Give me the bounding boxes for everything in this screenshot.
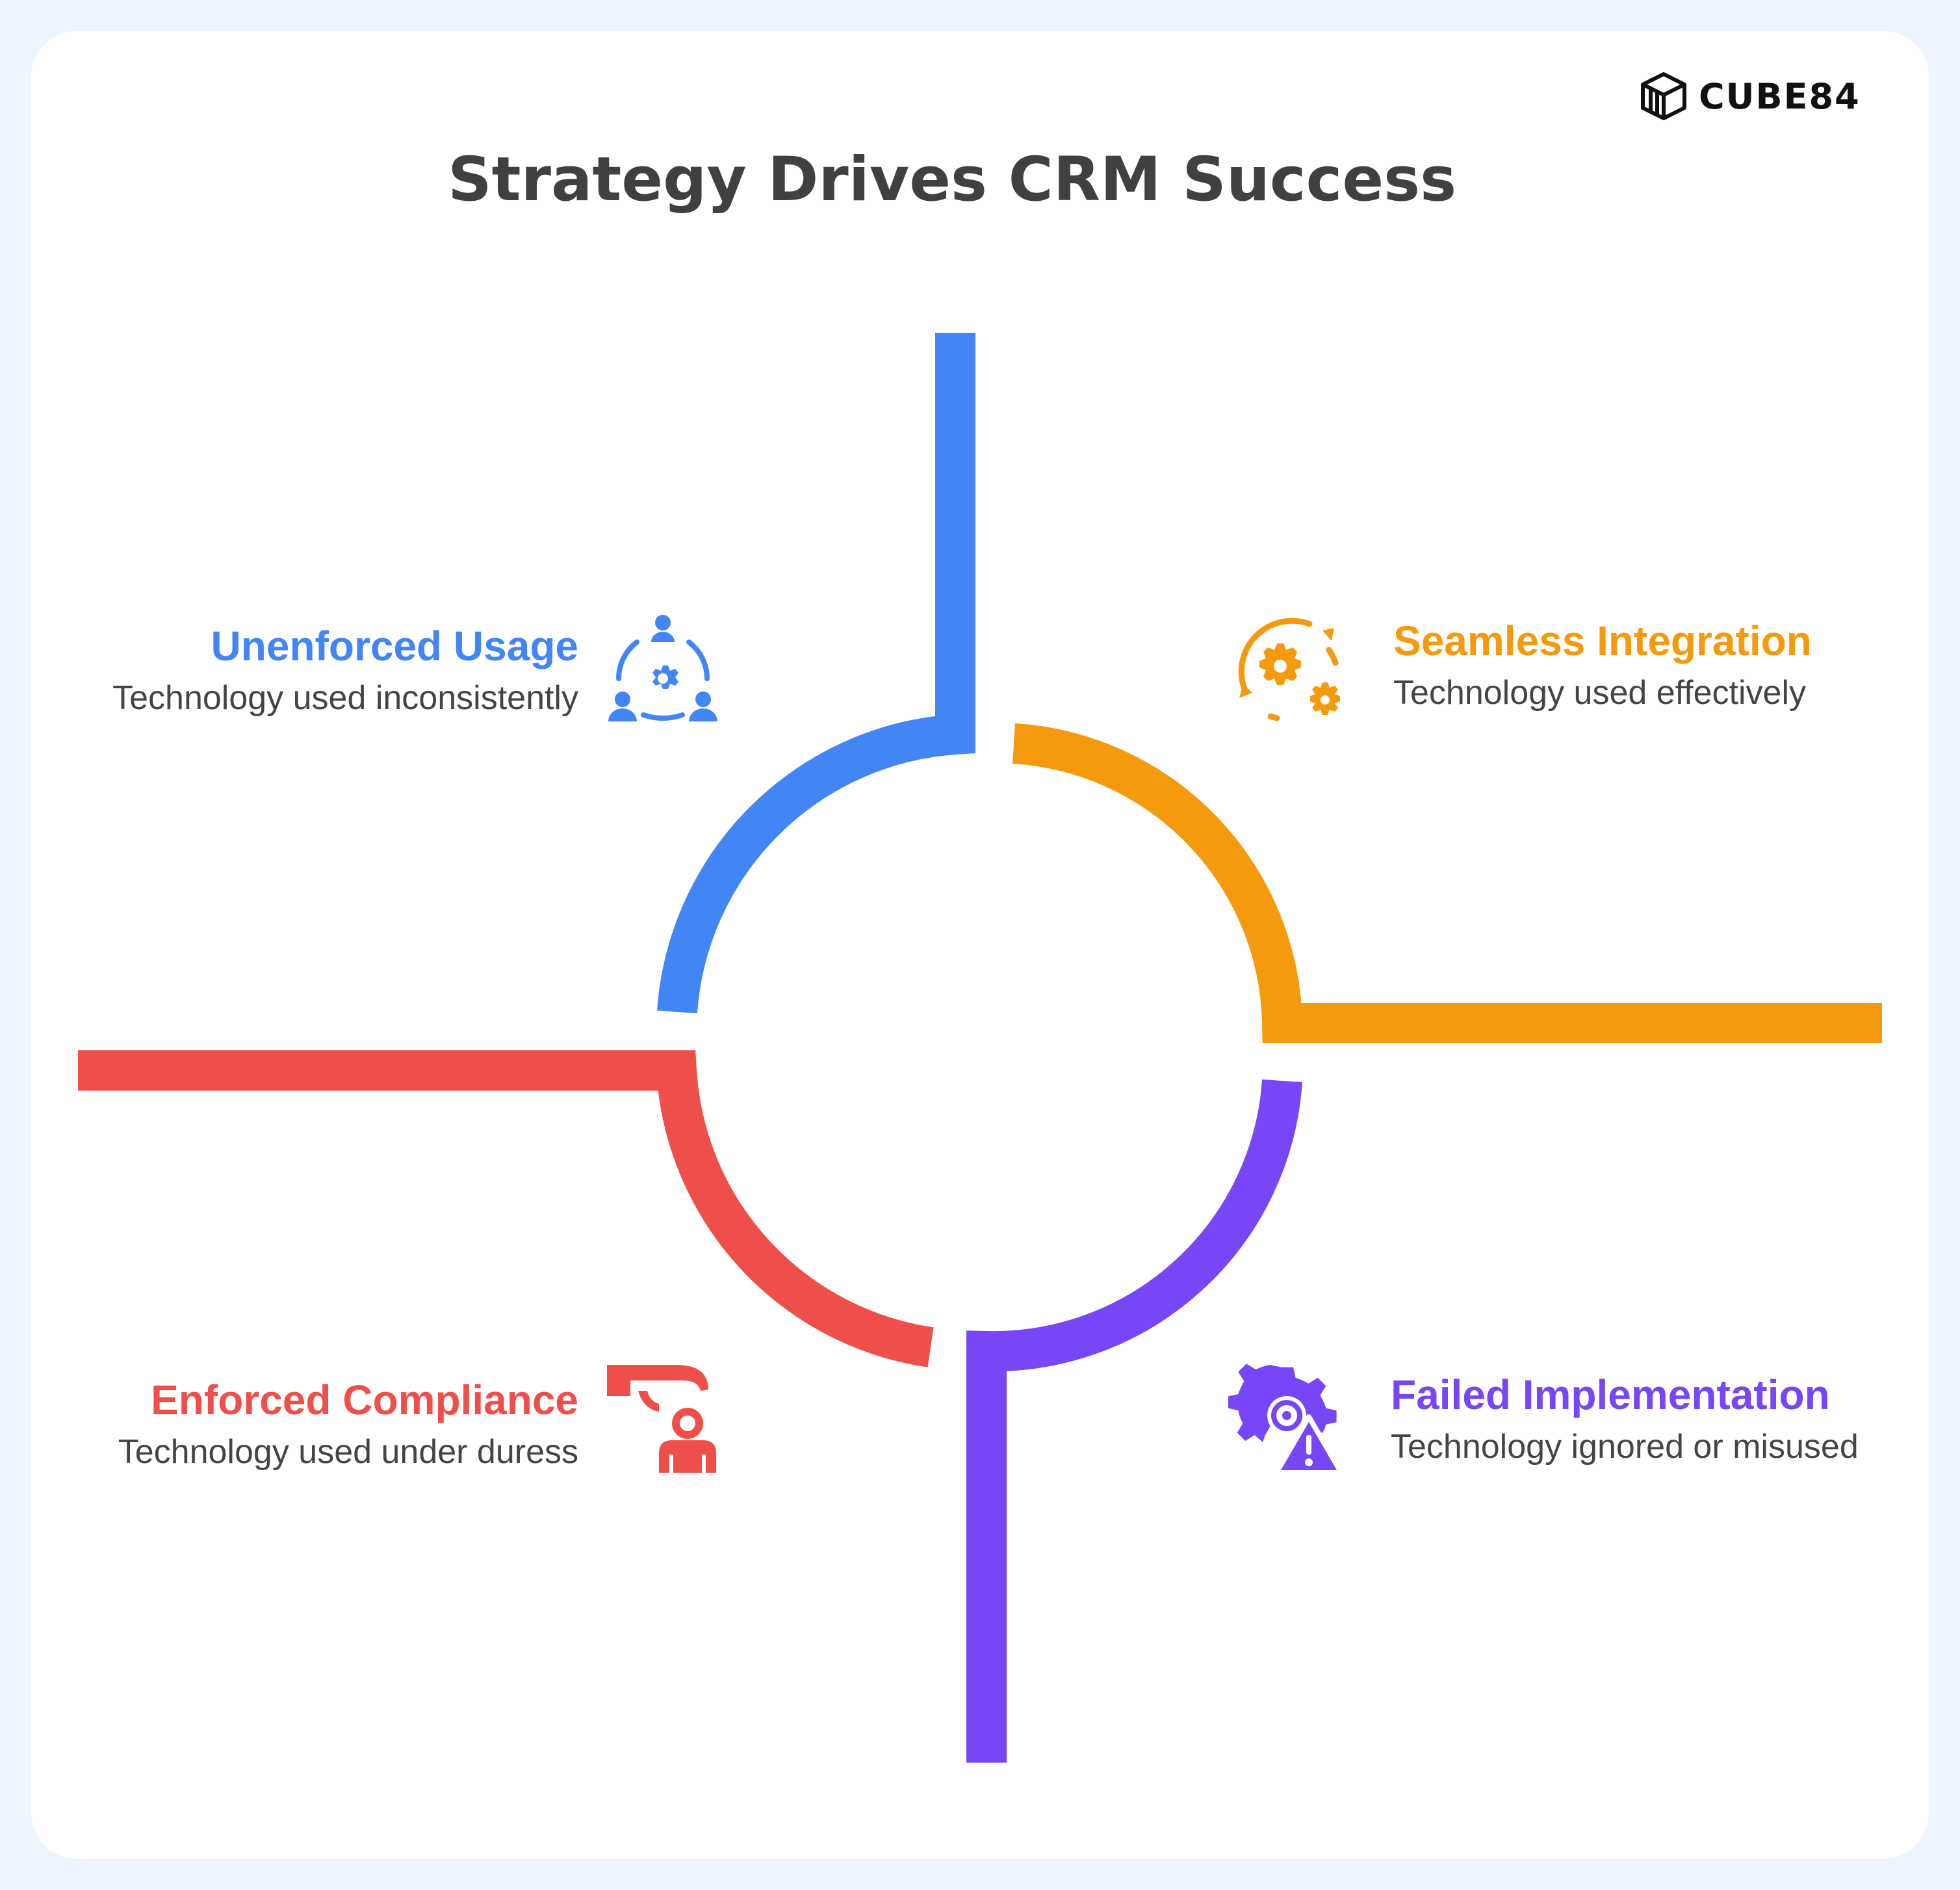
quadrant-heading: Failed Implementation	[1391, 1371, 1830, 1418]
quadrant-heading: Enforced Compliance	[151, 1377, 578, 1423]
quadrant-seamless-label: Seamless Integration Technology used eff…	[1393, 615, 1939, 719]
quadrant-unenforced-label: Unenforced Usage Technology used inconsi…	[39, 620, 578, 724]
hand-person-icon	[607, 1365, 716, 1473]
quadrant-failed-label: Failed Implementation Technology ignored…	[1391, 1369, 1950, 1473]
quadrant-heading: Seamless Integration	[1393, 617, 1812, 664]
quadrant-heading: Unenforced Usage	[211, 623, 578, 669]
quadrant-description: Technology used under duress	[118, 1433, 578, 1471]
quadrant-description: Technology used effectively	[1393, 674, 1806, 712]
gears-cycle-icon	[1238, 617, 1340, 721]
gear-warning-icon	[1228, 1364, 1344, 1475]
brand-logo: CUBE84	[1638, 70, 1861, 122]
quadrant-enforced-label: Enforced Compliance Technology used unde…	[39, 1374, 578, 1478]
quadrant-description: Technology ignored or misused	[1391, 1428, 1859, 1466]
cube-logo-icon	[1641, 72, 1686, 120]
brand-name: CUBE84	[1699, 75, 1861, 117]
team-gear-icon	[608, 615, 717, 721]
red-arc-path	[78, 1050, 934, 1367]
orange-arc-path	[1012, 723, 1882, 1043]
page-title: Strategy Drives CRM Success	[447, 144, 1457, 215]
quadrant-description: Technology used inconsistently	[112, 679, 578, 717]
purple-arc-path	[966, 1079, 1302, 1763]
blue-arc-path	[657, 333, 975, 1014]
